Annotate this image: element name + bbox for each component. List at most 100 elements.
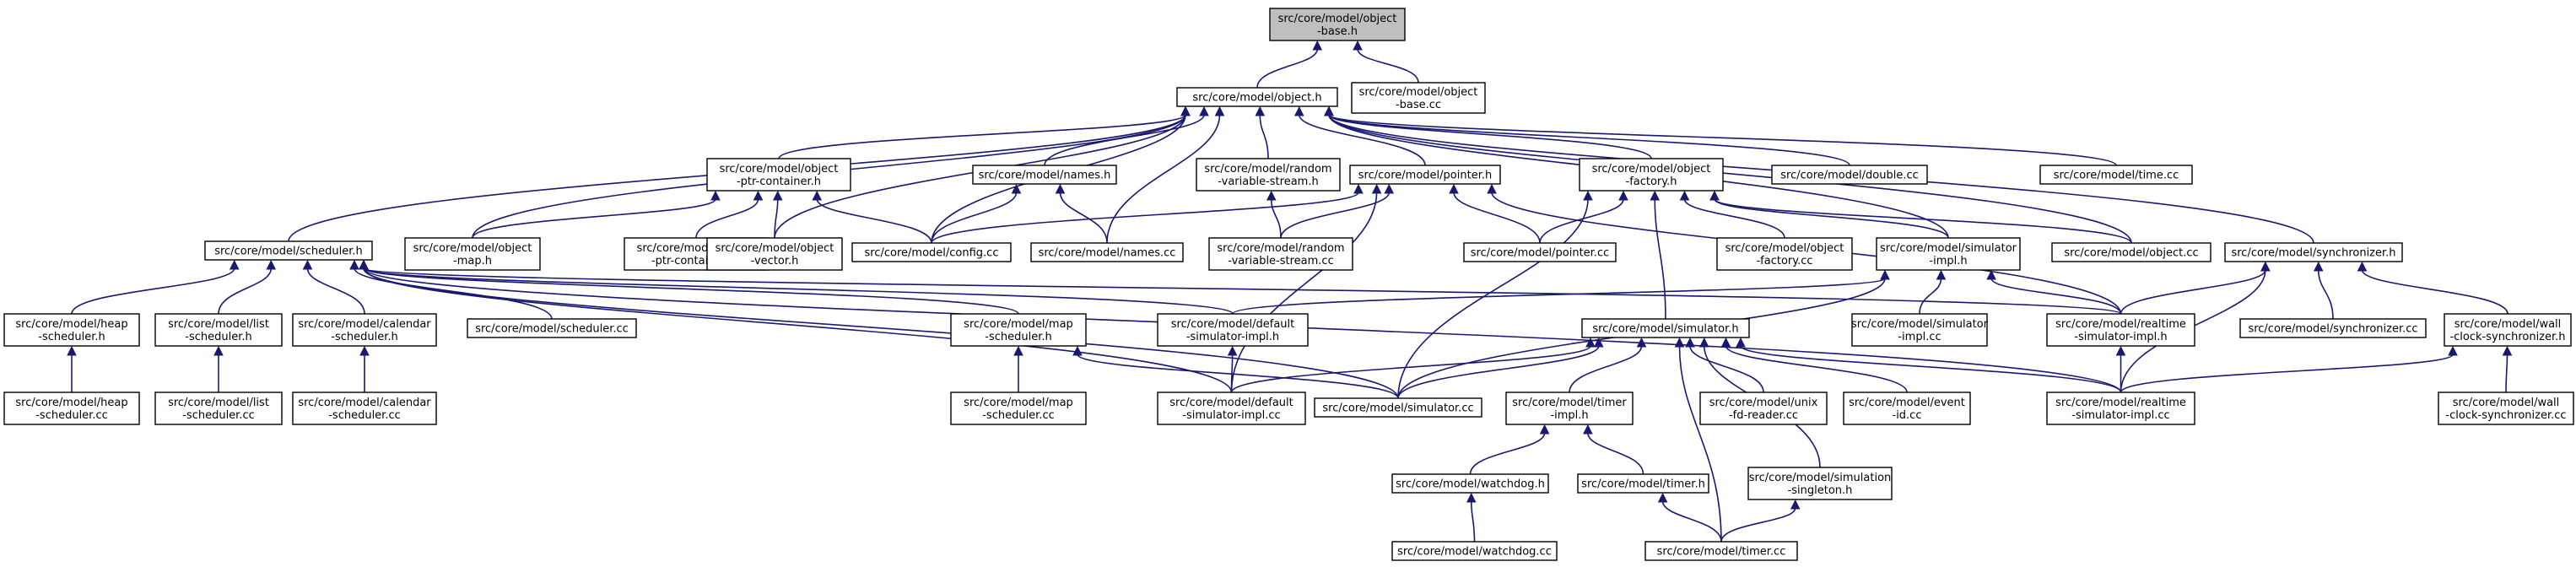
- file-node-object-vector-h[interactable]: src/core/model/object-vector.h: [706, 237, 843, 271]
- arrowhead: [2313, 261, 2324, 272]
- node-label: src/core/model/map: [964, 318, 1073, 331]
- arrowhead: [1583, 424, 1593, 435]
- edge-ptr-container-h-to-object-h: [778, 114, 1186, 159]
- file-node-default-impl-cc[interactable]: src/core/model/default-simulator-impl.cc: [1157, 392, 1306, 425]
- file-node-object-cc[interactable]: src/core/model/object.cc: [2051, 242, 2211, 262]
- node-box: [2239, 318, 2427, 338]
- file-node-scheduler-cc[interactable]: src/core/model/scheduler.cc: [467, 318, 637, 338]
- file-node-list-h[interactable]: src/core/model/list-scheduler.h: [154, 313, 283, 347]
- file-node-singleton-h[interactable]: src/core/model/simulation-singleton.h: [1747, 467, 1893, 500]
- file-node-factory-cc[interactable]: src/core/model/object-factory.cc: [1716, 237, 1853, 271]
- node-label: src/core/model/simulator.cc: [1322, 402, 1473, 415]
- file-node-watchdog-cc[interactable]: src/core/model/watchdog.cc: [1391, 541, 1558, 561]
- file-node-timer-h[interactable]: src/core/model/timer.h: [1577, 473, 1709, 494]
- node-box: [1876, 237, 2021, 271]
- file-node-watchdog-h[interactable]: src/core/model/watchdog.h: [1391, 473, 1549, 494]
- file-node-wall-h[interactable]: src/core/model/wall-clock-synchronizer.h: [2444, 313, 2572, 347]
- file-node-double-cc[interactable]: src/core/model/double.cc: [1771, 165, 1928, 185]
- file-node-default-impl-h[interactable]: src/core/model/default-simulator-impl.h: [1157, 313, 1309, 347]
- arrowhead: [1013, 345, 1023, 356]
- node-box: [3, 313, 140, 347]
- file-node-simulator-cc[interactable]: src/core/model/simulator.cc: [1314, 397, 1482, 418]
- file-node-timer-cc[interactable]: src/core/model/timer.cc: [1644, 541, 1798, 561]
- edge-heap-h-to-scheduler-h: [71, 267, 235, 315]
- file-node-wall-cc[interactable]: src/core/model/wall-clock-synchronizer.c…: [2438, 392, 2574, 425]
- edge-time-cc-to-object-h: [1328, 114, 2117, 166]
- node-label: src/core/model/event: [1849, 397, 1965, 409]
- node-label: -ptr-container.h: [737, 176, 821, 188]
- node-box: [950, 313, 1087, 347]
- file-node-simulator-h[interactable]: src/core/model/simulator.h: [1581, 318, 1750, 338]
- file-node-realtime-impl-h[interactable]: src/core/model/realtime-simulator-impl.h: [2046, 313, 2195, 347]
- file-node-heap-cc[interactable]: src/core/model/heap-scheduler.cc: [3, 392, 140, 425]
- file-node-sim-impl-h[interactable]: src/core/model/simulator-impl.h: [1876, 237, 2021, 271]
- arrowhead: [1698, 337, 1709, 348]
- file-node-object-map-h[interactable]: src/core/model/object-map.h: [404, 237, 541, 271]
- arrowhead: [1266, 190, 1277, 201]
- edge-wall-h-to-synchronizer-h: [2361, 269, 2508, 315]
- file-node-scheduler-h[interactable]: src/core/model/scheduler.h: [204, 240, 373, 261]
- node-label: -clock-synchronizer.h: [2449, 331, 2565, 343]
- file-node-timer-impl-h[interactable]: src/core/model/timer-impl.h: [1505, 392, 1634, 425]
- node-label: src/core/model/timer.h: [1581, 478, 1705, 491]
- edge-pointer-h-to-object-h: [1298, 114, 1426, 166]
- file-node-heap-h[interactable]: src/core/model/heap-scheduler.h: [3, 313, 140, 347]
- arrowhead: [1011, 183, 1022, 194]
- file-node-object-base-cc[interactable]: src/core/model/object-base.cc: [1351, 82, 1486, 114]
- file-node-object-base-h[interactable]: src/core/model/object-base.h: [1269, 8, 1406, 41]
- arrowhead: [1255, 105, 1266, 116]
- file-node-calendar-cc[interactable]: src/core/model/calendar-scheduler.cc: [292, 392, 437, 425]
- arrowhead: [67, 345, 77, 356]
- arrowhead: [1936, 269, 1947, 280]
- node-box: [2224, 242, 2403, 262]
- arrowhead: [349, 259, 359, 270]
- node-label: src/core/model/object: [413, 242, 532, 255]
- file-node-names-cc[interactable]: src/core/model/names.cc: [1030, 242, 1184, 262]
- node-box: [2444, 313, 2572, 347]
- edge-factory-cc-to-factory-h: [1683, 198, 1785, 239]
- file-node-synchronizer-h[interactable]: src/core/model/synchronizer.h: [2224, 242, 2403, 262]
- file-node-calendar-h[interactable]: src/core/model/calendar-scheduler.h: [292, 313, 437, 347]
- file-node-random-h[interactable]: src/core/model/random-variable-stream.h: [1196, 158, 1341, 192]
- node-label: src/core/model/synchronizer.cc: [2248, 323, 2417, 336]
- file-node-object-h[interactable]: src/core/model/object.h: [1176, 87, 1338, 107]
- node-label: src/core/model/time.cc: [2054, 170, 2179, 182]
- arrowhead: [1384, 183, 1395, 194]
- node-box: [1644, 541, 1798, 561]
- node-box: [1577, 473, 1709, 494]
- file-node-realtime-impl-cc[interactable]: src/core/model/realtime-simulator-impl.c…: [2046, 392, 2195, 425]
- arrowhead: [1679, 190, 1690, 201]
- file-node-ptr-container-h[interactable]: src/core/model/object-ptr-container.h: [706, 158, 851, 192]
- file-node-config-cc[interactable]: src/core/model/config.cc: [851, 242, 1012, 262]
- file-node-random-cc[interactable]: src/core/model/random-variable-stream.cc: [1208, 237, 1353, 271]
- arrowhead: [1072, 345, 1083, 356]
- node-box: [1391, 473, 1549, 494]
- file-node-names-h[interactable]: src/core/model/names.h: [972, 165, 1117, 185]
- node-box: [972, 165, 1117, 185]
- arrowhead: [1709, 190, 1720, 201]
- node-box: [1176, 87, 1338, 107]
- file-node-time-cc[interactable]: src/core/model/time.cc: [2039, 165, 2193, 185]
- edge-object-h-to-object-base-h: [1256, 48, 1319, 89]
- file-node-factory-h[interactable]: src/core/model/object-factory.h: [1579, 158, 1724, 192]
- node-label: -id.cc: [1893, 409, 1922, 422]
- file-node-map-sched-h[interactable]: src/core/model/map-scheduler.h: [950, 313, 1087, 347]
- file-node-unix-cc[interactable]: src/core/model/unix-fd-reader.cc: [1699, 392, 1828, 425]
- file-node-sim-impl-cc[interactable]: src/core/model/simulator-impl.cc: [1851, 313, 1989, 347]
- file-node-event-id-cc[interactable]: src/core/model/event-id.cc: [1843, 392, 1971, 425]
- node-label: src/core/model/object.h: [1192, 92, 1321, 105]
- file-node-list-cc[interactable]: src/core/model/list-scheduler.cc: [154, 392, 283, 425]
- node-label: src/core/model/simulator: [1880, 242, 2017, 255]
- file-node-synchronizer-cc[interactable]: src/core/model/synchronizer.cc: [2239, 318, 2427, 338]
- edge-random-cc-to-random-h: [1270, 198, 1282, 239]
- file-node-map-sched-cc[interactable]: src/core/model/map-scheduler.cc: [950, 392, 1087, 425]
- file-node-pointer-cc[interactable]: src/core/model/pointer.cc: [1463, 242, 1617, 262]
- arrowhead: [753, 190, 764, 201]
- file-node-pointer-h[interactable]: src/core/model/pointer.h: [1349, 165, 1501, 185]
- node-box: [292, 392, 437, 425]
- node-box: [1851, 313, 1988, 347]
- node-label: -vector.h: [751, 255, 799, 267]
- node-label: -variable-stream.h: [1218, 176, 1318, 188]
- edge-default-impl-cc-to-simulator-h: [1230, 345, 1591, 393]
